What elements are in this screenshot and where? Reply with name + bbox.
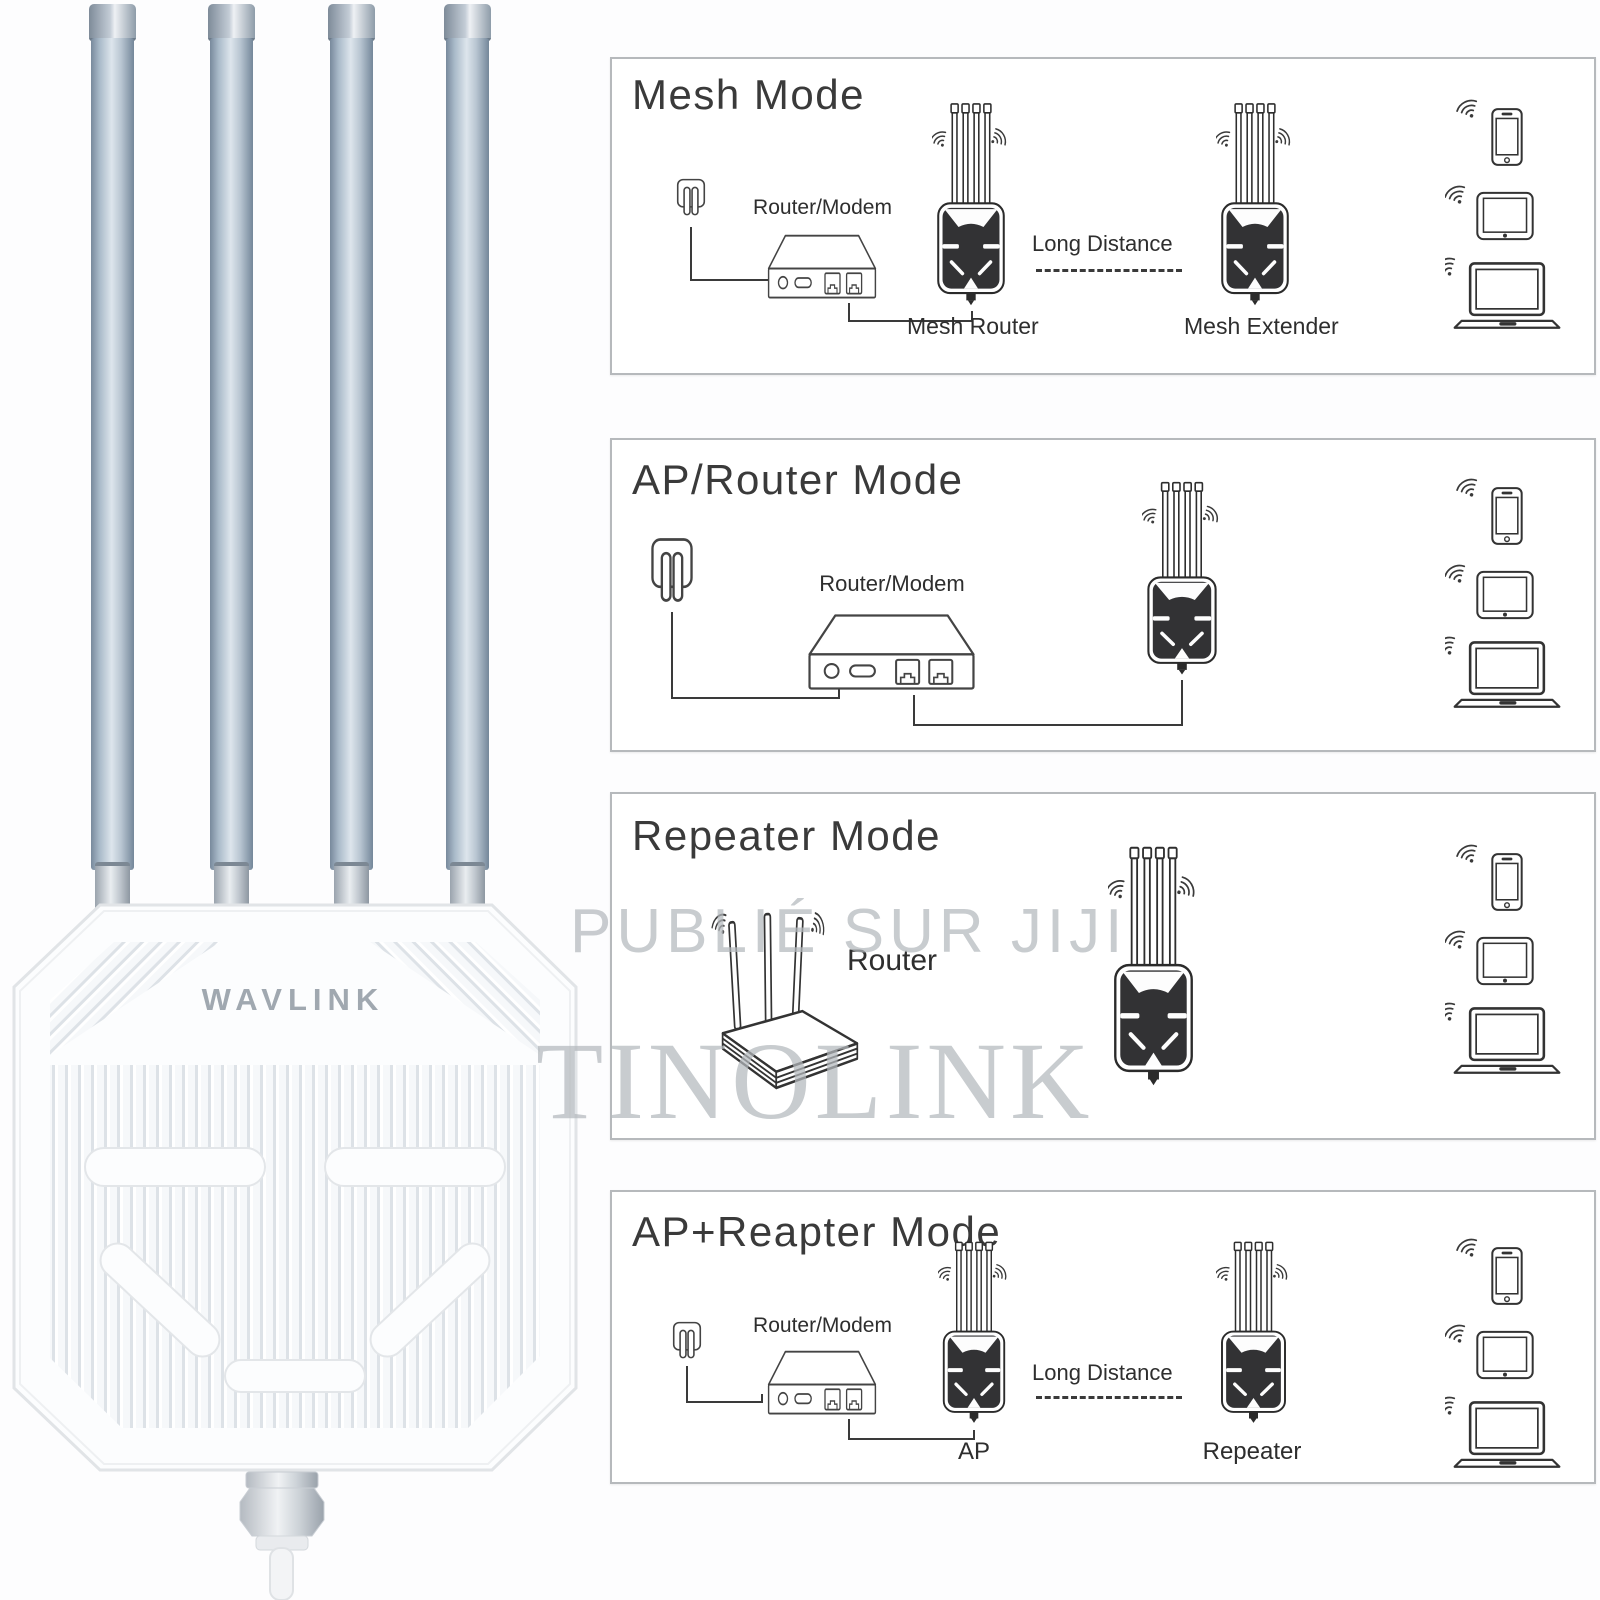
long-distance-dashed-line bbox=[1036, 269, 1182, 272]
texture-wing-top-left bbox=[50, 942, 220, 1055]
antenna-shaft bbox=[446, 38, 489, 870]
client-devices-icon bbox=[1445, 476, 1570, 716]
product-photo: WAVLINK bbox=[0, 0, 600, 1600]
panel-title: Mesh Mode bbox=[632, 71, 865, 118]
router-modem-icon bbox=[808, 614, 975, 690]
panel-repeater-mode: Repeater Mode Router bbox=[610, 792, 1596, 1140]
antenna-connector bbox=[95, 862, 130, 910]
antenna-connector bbox=[334, 862, 369, 910]
antenna-cap-icon bbox=[328, 4, 375, 41]
mesh-extender-device-icon bbox=[1216, 99, 1294, 311]
texture-wing-top-right bbox=[370, 942, 540, 1055]
power-cable bbox=[269, 1547, 294, 1600]
device-enclosure: WAVLINK bbox=[12, 903, 578, 1600]
ap-device-icon bbox=[1142, 478, 1222, 680]
panel-mesh-mode: Mesh Mode Router/Modem Mesh Router Long … bbox=[610, 57, 1596, 375]
antenna-connector bbox=[450, 862, 485, 910]
panel-ap-router-mode: AP/Router Mode Router/Modem bbox=[610, 438, 1596, 752]
power-plug-icon bbox=[651, 538, 693, 602]
connection-wires bbox=[671, 612, 1183, 726]
home-router-icon bbox=[703, 904, 873, 1096]
client-devices-icon bbox=[1445, 1236, 1570, 1476]
router-modem-label: Router/Modem bbox=[819, 571, 965, 596]
ap-label: AP bbox=[957, 1438, 990, 1465]
client-devices-icon bbox=[1445, 97, 1570, 337]
cable-gland bbox=[239, 1471, 325, 1551]
ap-device-icon bbox=[938, 1238, 1010, 1428]
mesh-router-device-icon bbox=[932, 99, 1010, 311]
power-plug-icon bbox=[676, 178, 706, 216]
repeater-device-icon bbox=[1216, 1238, 1291, 1428]
client-devices-icon bbox=[1445, 842, 1570, 1082]
panel-title: AP+Reapter Mode bbox=[632, 1208, 1002, 1255]
router-modem-label: Router/Modem bbox=[753, 1314, 892, 1337]
router-modem-label: Router/Modem bbox=[753, 196, 892, 219]
long-distance-label: Long Distance bbox=[1032, 231, 1173, 256]
panel-ap-repeater-mode: AP+Reapter Mode Router/Modem AP Long Dis… bbox=[610, 1190, 1596, 1484]
router-modem-icon bbox=[767, 234, 877, 299]
repeater-label: Repeater bbox=[1202, 1438, 1302, 1465]
antenna-cap-icon bbox=[444, 4, 491, 41]
antenna-connector bbox=[214, 862, 249, 910]
router-label: Router bbox=[846, 944, 938, 977]
antenna-cap-icon bbox=[208, 4, 255, 41]
repeater-device-icon bbox=[1108, 842, 1199, 1092]
mesh-router-label: Mesh Router bbox=[907, 313, 1039, 339]
long-distance-label: Long Distance bbox=[1032, 1360, 1173, 1385]
router-modem-icon bbox=[767, 1350, 877, 1415]
antenna-cap-icon bbox=[89, 4, 136, 41]
mesh-extender-label: Mesh Extender bbox=[1184, 313, 1339, 339]
panel-title: Repeater Mode bbox=[632, 812, 942, 859]
panel-title: AP/Router Mode bbox=[632, 456, 964, 503]
antenna-shaft bbox=[210, 38, 253, 870]
long-distance-dashed-line bbox=[1036, 1396, 1182, 1399]
wavlink-logo: WAVLINK bbox=[202, 982, 385, 1017]
antenna-shaft bbox=[91, 38, 134, 870]
antenna-shaft bbox=[330, 38, 373, 870]
connection-wires bbox=[686, 1366, 975, 1440]
power-plug-icon bbox=[672, 1321, 702, 1359]
